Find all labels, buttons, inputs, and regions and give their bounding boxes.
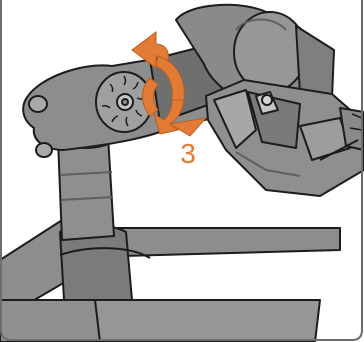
bolt-icon [262,95,272,105]
step-number: 3 [180,138,196,169]
bolt-icon [29,96,47,112]
bolt-icon [36,143,52,157]
